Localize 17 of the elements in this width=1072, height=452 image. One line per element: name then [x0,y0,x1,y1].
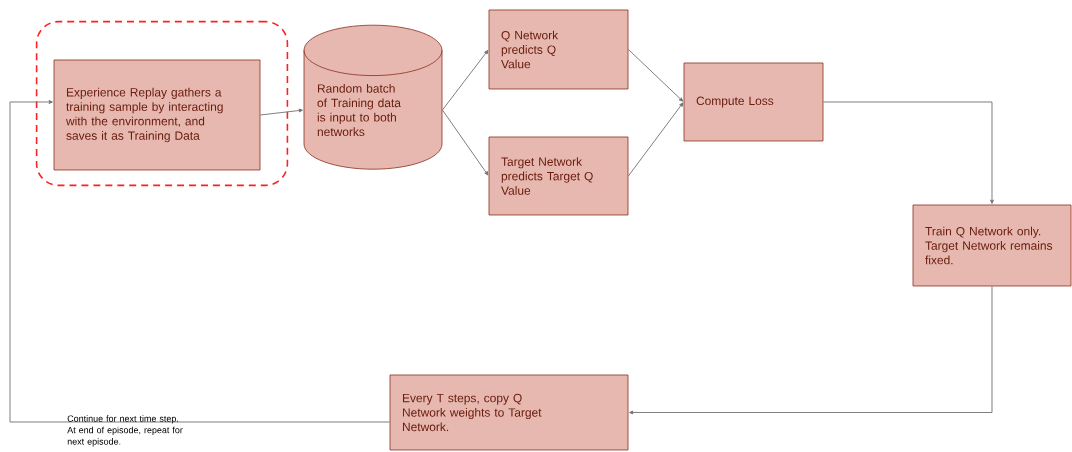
arrow [441,49,489,111]
process-box: Compute Loss [683,62,824,142]
process-box: Q Network predicts Q Value [488,9,629,90]
arrow [629,285,993,415]
arrow [259,108,303,116]
edge-label: Continue for next time step. At end of episode, repeat for next episode. [67,415,183,447]
arrow [441,109,489,176]
process-box: Target Network predicts Target Q Value [488,136,629,216]
arrow [627,102,684,177]
process-box: Train Q Network only. Target Network remains fixed. [912,204,1072,287]
arrow [822,101,994,204]
arrow [627,49,684,102]
process-box: Every T steps, copy Q Network weights to Target Network. [389,374,629,451]
arrow [9,100,391,423]
database-cylinder: Random batch of Training data is input to both networks [303,24,443,170]
process-box: Experience Replay gathers a training sample by interacting with the environment, and saves it as Training Data [53,59,261,171]
highlight-frame [35,20,289,187]
